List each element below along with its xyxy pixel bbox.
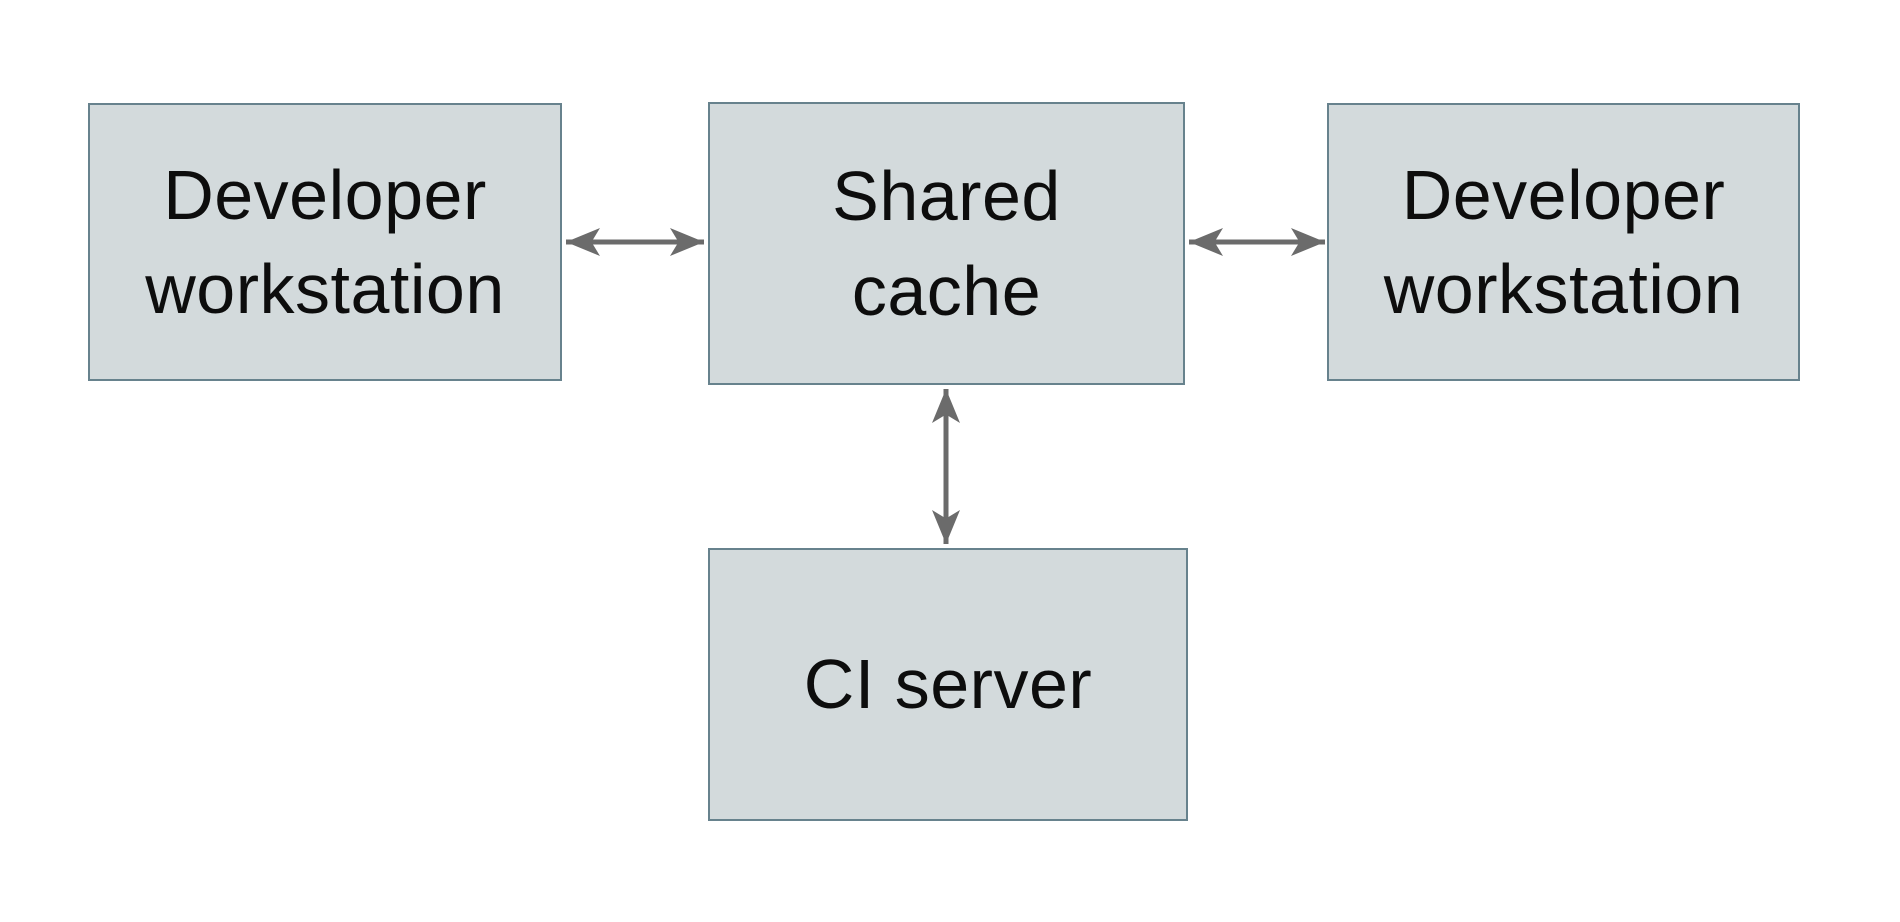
node-label: Shared cache	[832, 157, 1061, 330]
node-label: Developer workstation	[1383, 155, 1744, 329]
node-shared-cache: Shared cache	[708, 102, 1185, 385]
node-developer-workstation-left: Developer workstation	[88, 103, 562, 381]
node-developer-workstation-right: Developer workstation	[1327, 103, 1800, 381]
node-label: CI server	[803, 645, 1093, 724]
node-label: Developer workstation	[145, 155, 505, 329]
node-ci-server: CI server	[708, 548, 1188, 821]
